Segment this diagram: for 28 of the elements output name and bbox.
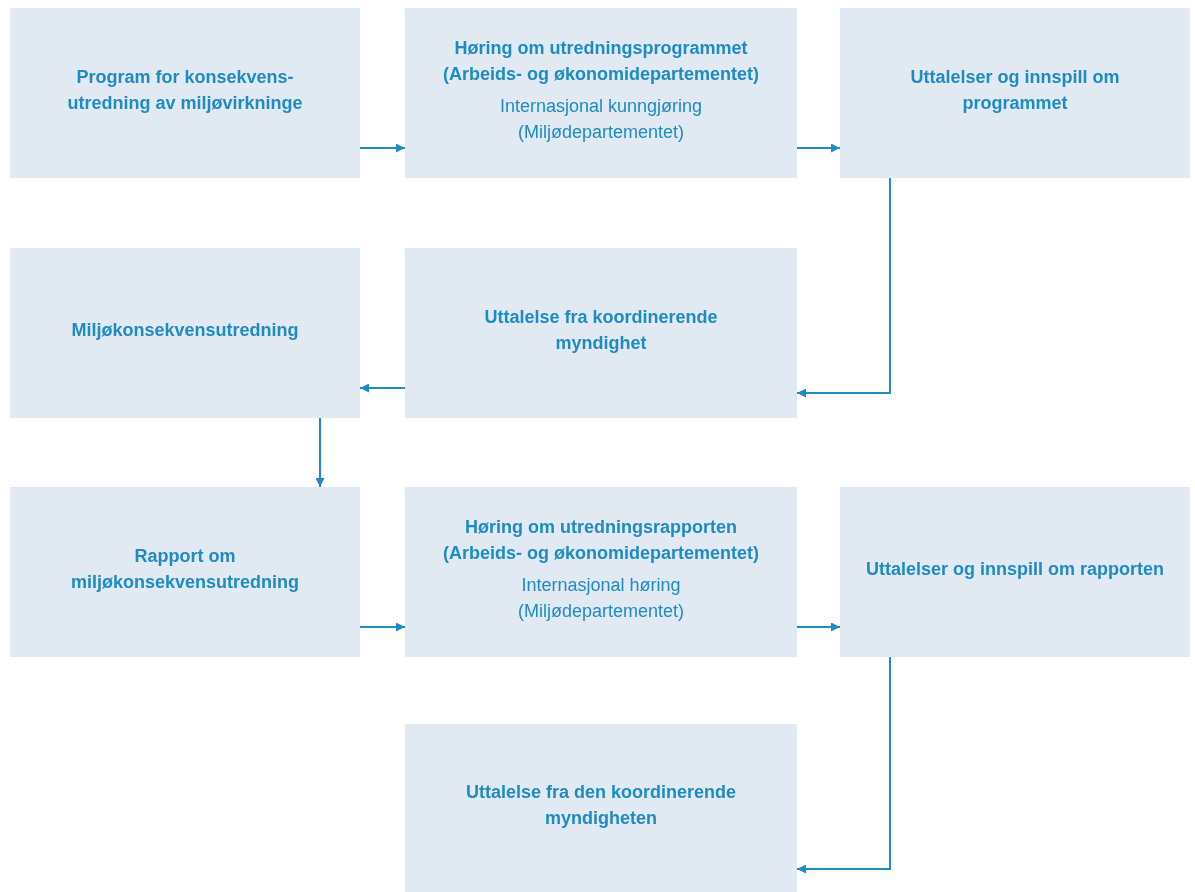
arrow [796, 177, 891, 398]
box-heading: Program for konsekvens- utredning av miljøvirkninge [66, 66, 304, 115]
process-box [840, 487, 1190, 657]
box-heading: Uttalelse fra den koordinerende myndigheten [464, 781, 738, 830]
arrow [359, 622, 406, 632]
box-heading: Høring om utredningsprogrammet (Arbeids- og økonomidepartementet) [442, 37, 760, 86]
box-heading: Uttalelser og innspill om programmet [909, 66, 1121, 115]
process-box [10, 8, 360, 178]
box-heading: Høring om utredningsrapporten (Arbeids- og økonomidepartementet) [442, 516, 760, 565]
process-box [10, 248, 360, 418]
process-box [405, 487, 797, 657]
arrow [796, 143, 841, 153]
process-box [405, 8, 797, 178]
box-subtext: Internasjonal høring (Miljødepartementet) [516, 574, 686, 623]
process-box [405, 724, 797, 892]
arrow [796, 622, 841, 632]
process-box [405, 248, 797, 418]
box-subtext: Internasjonal kunngjøring (Miljødepartementet) [498, 95, 704, 144]
box-heading: Uttalelse fra koordinerende myndighet [483, 306, 719, 355]
arrow [796, 656, 891, 874]
box-heading: Miljøkonsekvensutredning [71, 319, 299, 342]
arrow [359, 143, 406, 153]
process-box [10, 487, 360, 657]
box-heading: Rapport om miljøkonsekvensutredning [69, 545, 301, 594]
arrow [359, 383, 406, 393]
arrow [315, 417, 325, 488]
process-box [840, 8, 1190, 178]
box-heading: Uttalelser og innspill om rapporten [865, 558, 1164, 581]
